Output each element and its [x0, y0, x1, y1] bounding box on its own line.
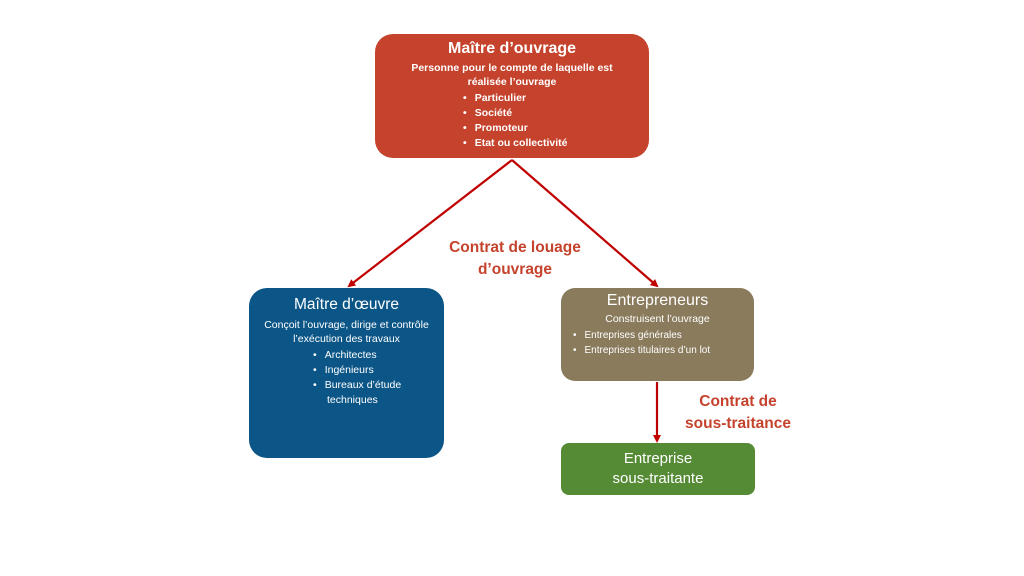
maitre-oeuvre-list: Architectes Ingénieurs Bureaux d’étude t… — [259, 348, 434, 408]
maitre-ouvrage-box: Maître d’ouvrage Personne pour le compte… — [375, 34, 649, 158]
entrepreneurs-list: Entreprises générales Entreprises titula… — [561, 328, 754, 358]
contrat-louage-line2: d’ouvrage — [477, 261, 553, 278]
maitre-ouvrage-list: Particulier Société Promoteur Etat ou co… — [375, 91, 649, 151]
list-item: Etat ou collectivité — [463, 136, 649, 151]
contrat-louage-label: Contrat de louage d’ouvrage — [430, 237, 600, 281]
arrow-to-maitre-oeuvre — [347, 159, 513, 288]
entrepreneurs-desc: Construisent l’ouvrage — [605, 313, 710, 325]
contrat-sous-line1: Contrat de — [699, 393, 777, 410]
list-item: Promoteur — [463, 121, 649, 136]
maitre-oeuvre-title: Maître d’œuvre — [293, 296, 400, 313]
contrat-louage-line1: Contrat de louage — [449, 239, 581, 256]
arrow-to-entrepreneurs — [511, 159, 659, 288]
entrepreneurs-box: Entrepreneurs Construisent l’ouvrage Ent… — [561, 288, 754, 381]
sous-traitante-box: Entreprise sous-traitante — [561, 443, 755, 495]
maitre-ouvrage-desc-line1: Personne pour le compte de laquelle est — [411, 62, 613, 74]
list-item: Particulier — [463, 91, 649, 106]
list-item: Entreprises titulaires d’un lot — [573, 343, 754, 358]
maitre-ouvrage-desc-line2: réalisée l’ouvrage — [467, 76, 557, 88]
list-item: Ingénieurs — [313, 363, 434, 378]
sous-traitante-title-line2: sous-traitante — [612, 470, 704, 487]
maitre-oeuvre-desc: Conçoit l’ouvrage, dirige et contrôle l’… — [264, 319, 429, 345]
maitre-ouvrage-title: Maître d’ouvrage — [447, 40, 577, 57]
list-item: Entreprises générales — [573, 328, 754, 343]
list-item: Bureaux d’étude techniques — [313, 378, 434, 408]
sous-traitante-title-line1: Entreprise — [623, 450, 693, 467]
list-item: Architectes — [313, 348, 434, 363]
contrat-sous-traitance-label: Contrat de sous-traitance — [668, 391, 808, 435]
list-item: Société — [463, 106, 649, 121]
contrat-sous-line2: sous-traitance — [685, 415, 791, 432]
entrepreneurs-title: Entrepreneurs — [606, 292, 709, 309]
maitre-oeuvre-box: Maître d’œuvre Conçoit l’ouvrage, dirige… — [249, 288, 444, 458]
